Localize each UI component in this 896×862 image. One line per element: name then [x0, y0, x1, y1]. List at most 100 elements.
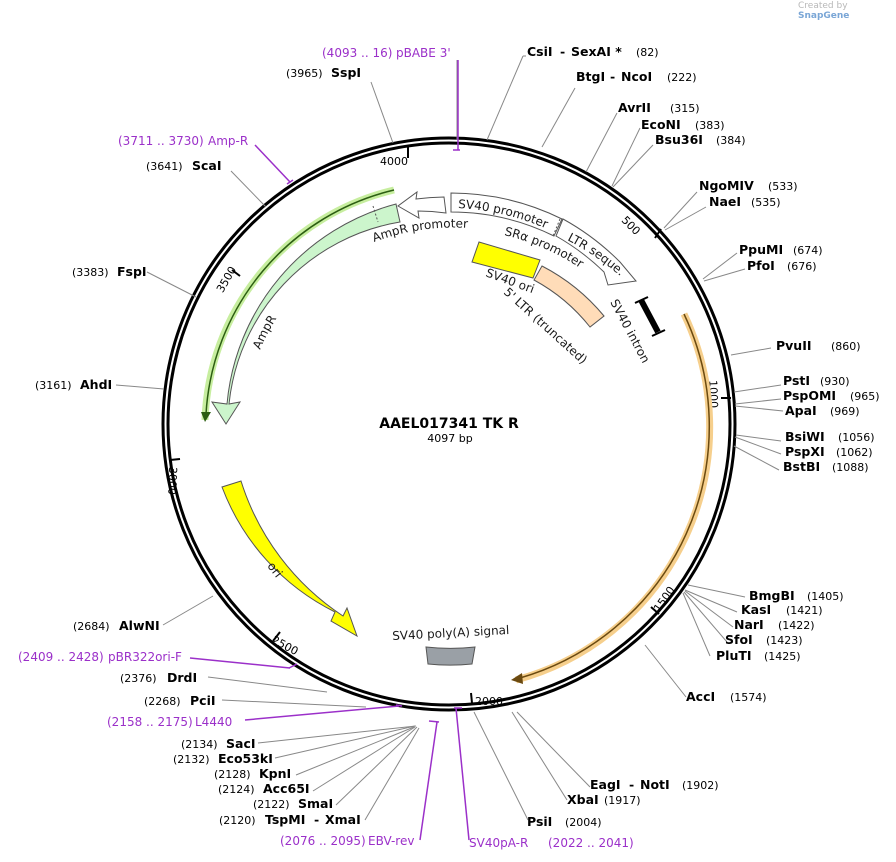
enzyme-smai: SmaI — [298, 796, 333, 811]
ruler-label-2500: 2500 — [270, 633, 301, 658]
enzyme-scai: ScaI — [192, 158, 222, 173]
map-title: AAEL017341 TK R — [379, 416, 519, 432]
primer-ebv-name: EBV-rev — [368, 834, 414, 848]
enzyme-bsu36i: Bsu36I — [655, 132, 703, 147]
enzyme-pcii-pos: (2268) — [144, 695, 181, 708]
polya-label: SV40 poly(A) signal — [392, 623, 510, 643]
enzyme-sexai: SexAI * — [571, 44, 622, 59]
enzyme-acc65i-pos: (2124) — [218, 783, 255, 796]
enzyme-fspi: FspI — [117, 264, 147, 279]
watermark-brand: SnapGene — [798, 11, 850, 21]
backbone-outer — [161, 136, 737, 712]
enzyme-bsiwi-pos: (1056) — [838, 431, 875, 444]
enzyme-acc65i: Acc65I — [263, 781, 310, 796]
sv40-intron-cap1 — [634, 296, 649, 304]
enzyme-eco53ki: Eco53kI — [218, 751, 273, 766]
enzyme-kpni-pos: (2128) — [214, 768, 251, 781]
enzyme-pvuii: PvuII — [776, 338, 812, 353]
primer-pbabe-range: (4093 .. 16) — [322, 46, 392, 60]
enzyme-drdi-pos: (2376) — [120, 672, 157, 685]
ruler-label-2000: 2000 — [475, 695, 503, 708]
enzyme-sspi: SspI — [331, 65, 361, 80]
ampr-divider — [372, 205, 379, 223]
enzyme-xbai: XbaI — [567, 792, 599, 807]
enzyme-btgi: BtgI — [576, 69, 605, 84]
enzyme-kpni: KpnI — [259, 766, 291, 781]
enzyme-alwni: AlwNI — [119, 618, 160, 633]
primer-pbr322-range: (2409 .. 2428) — [18, 650, 104, 664]
enzyme-avrii-pos: (315) — [670, 102, 700, 115]
enzyme-econi: EcoNI — [641, 117, 681, 132]
sv40-ori-box — [471, 241, 541, 279]
enzyme-tspmi: TspMI — [265, 812, 305, 827]
primer-l4440-range: (2158 .. 2175) — [107, 715, 193, 729]
enzyme-apai: ApaI — [785, 403, 817, 418]
map-length: 4097 bp — [427, 432, 472, 445]
enzyme-bsu36i-pos: (384) — [716, 134, 746, 147]
enzyme-nari: NarI — [734, 617, 764, 632]
primer-ampr-name: Amp-R — [208, 134, 248, 148]
enzyme-pluti-pos: (1425) — [764, 650, 801, 663]
enzyme-acci: AccI — [686, 689, 715, 704]
enzyme-xbai-pos: (1917) — [604, 794, 641, 807]
enzyme-bsiwi: BsiWI — [785, 429, 825, 444]
enzyme-xmai: XmaI — [325, 812, 361, 827]
enzyme-noti: NotI — [640, 777, 670, 792]
primer-l4440-name: L4440 — [195, 715, 232, 729]
enzyme-pspomi-pos: (965) — [850, 390, 880, 403]
sv40-intron-cap2 — [651, 329, 666, 337]
ltr-seq-arrow — [555, 218, 637, 286]
ampr-promoter-arrow — [397, 190, 447, 219]
ampr-orf-arrowhead — [201, 412, 211, 422]
enzyme-tspmi-dash: - — [314, 812, 319, 827]
enzyme-btgi-pos: (222) — [667, 71, 697, 84]
sv40-promoter-arrow — [450, 192, 563, 237]
leader-lines — [115, 55, 784, 821]
enzyme-ngomiv: NgoMIV — [699, 178, 754, 193]
enzyme-eagi-pos: (1902) — [682, 779, 719, 792]
enzyme-ppumi-pos: (674) — [793, 244, 823, 257]
ori-arrow — [221, 480, 358, 638]
enzyme-bstbi-pos: (1088) — [832, 461, 869, 474]
enzyme-kasi-pos: (1421) — [786, 604, 823, 617]
enzyme-csii-dash: - — [560, 44, 565, 59]
sv40-intron-bar — [638, 298, 661, 334]
enzyme-econi-pos: (383) — [695, 119, 725, 132]
enzyme-avrii: AvrII — [618, 100, 651, 115]
enzyme-eco53ki-pos: (2132) — [173, 753, 210, 766]
ruler-ticks — [169, 146, 731, 704]
enzyme-naei-pos: (535) — [751, 196, 781, 209]
ruler-label-4000: 4000 — [380, 155, 408, 168]
enzyme-btgi-dash: - — [610, 69, 615, 84]
enzyme-saci-pos: (2134) — [181, 738, 218, 751]
polya-box — [425, 646, 476, 666]
primer-pbabe-name: pBABE 3' — [396, 46, 451, 60]
enzyme-ppumi: PpuMI — [739, 242, 783, 257]
enzyme-sspi-pos: (3965) — [286, 67, 323, 80]
enzyme-psii: PsiI — [527, 814, 552, 829]
enzyme-ahdi-pos: (3161) — [35, 379, 72, 392]
enzyme-saci: SacI — [226, 736, 256, 751]
enzyme-eagi-dash: - — [629, 777, 634, 792]
enzyme-pfoi: PfoI — [747, 258, 775, 273]
enzyme-pspxi: PspXI — [785, 444, 825, 459]
enzyme-csii: CsiI — [527, 44, 553, 59]
enzyme-pfoi-pos: (676) — [787, 260, 817, 273]
orf-highlight — [515, 312, 714, 684]
ampr-orf-line — [205, 189, 395, 415]
enzyme-scai-pos: (3641) — [146, 160, 183, 173]
orf-arrowhead — [511, 673, 523, 684]
enzyme-naei: NaeI — [709, 194, 741, 209]
backbone-inner — [166, 141, 732, 707]
enzyme-sfoi: SfoI — [725, 632, 753, 647]
primer-sv40pa-name: SV40pA-R — [469, 836, 528, 850]
enzyme-ahdi: AhdI — [80, 377, 112, 392]
enzyme-eagi: EagI — [590, 777, 621, 792]
watermark-prefix: Created by — [798, 1, 848, 11]
enzyme-pvuii-pos: (860) — [831, 340, 861, 353]
primer-markers — [189, 60, 470, 841]
enzyme-pspxi-pos: (1062) — [836, 446, 873, 459]
enzyme-ncoi: NcoI — [621, 69, 652, 84]
ampr-arrow — [211, 203, 401, 425]
enzyme-bmgbi-pos: (1405) — [807, 590, 844, 603]
